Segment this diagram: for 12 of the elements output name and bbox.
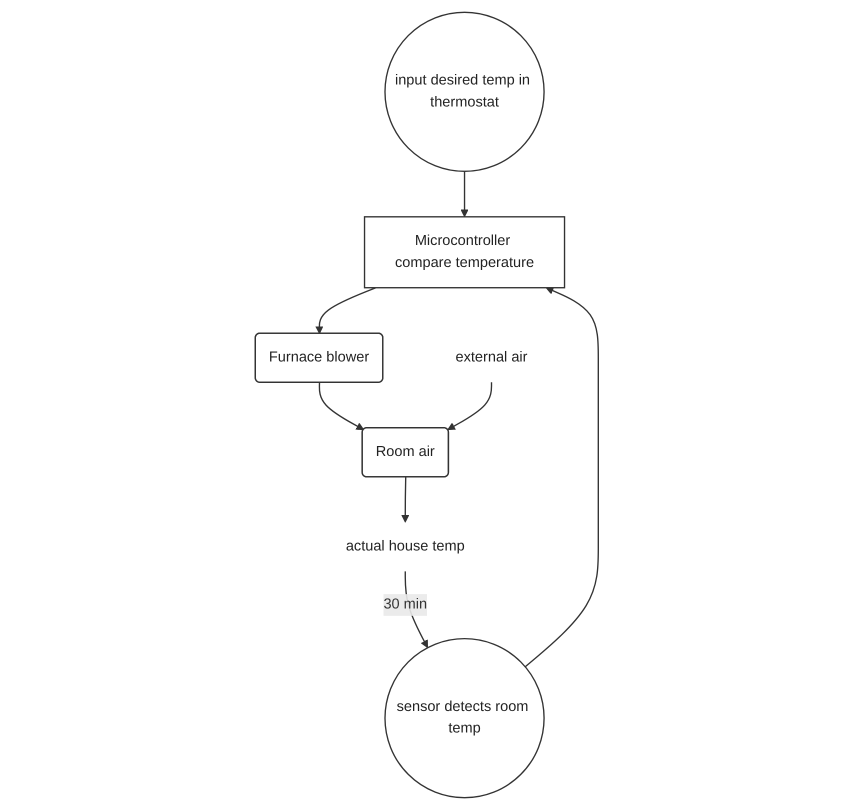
arrow bbox=[448, 382, 492, 430]
node-box: Microcontroller compare temperature bbox=[364, 216, 566, 288]
node-circle: sensor detects room temp bbox=[384, 638, 545, 798]
arrow bbox=[525, 286, 600, 668]
arrow bbox=[316, 287, 376, 334]
arrow bbox=[401, 477, 410, 523]
arrow bbox=[318, 382, 364, 430]
arrow bbox=[460, 171, 469, 218]
node-circle: input desired temp in thermostat bbox=[384, 12, 545, 172]
node-text: actual house temp bbox=[346, 538, 465, 554]
node-text: external air bbox=[456, 350, 528, 365]
edge-label: 30 min bbox=[384, 596, 428, 612]
